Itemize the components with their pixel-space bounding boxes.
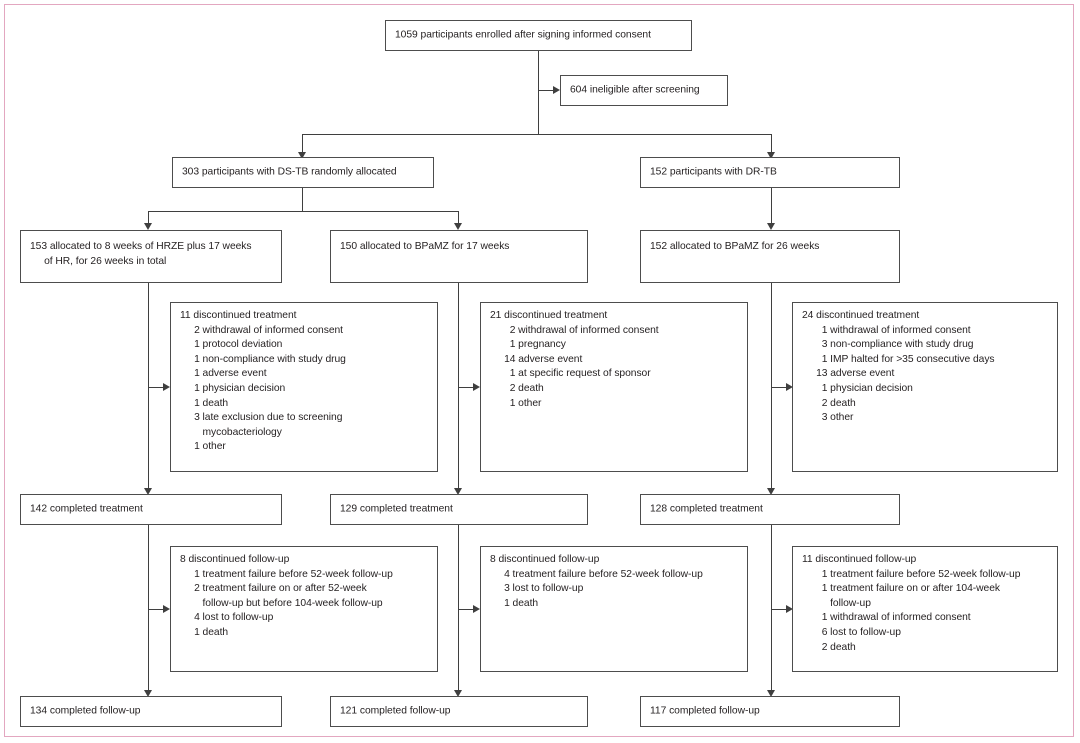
arrow-arm2-comp-fu-icon xyxy=(454,690,462,697)
connector-to-ineligible xyxy=(538,90,556,91)
arrow-arm1-disc-fu-icon xyxy=(163,605,170,613)
node-discontinued-followup-bpamz26: 11 discontinued follow-up 1 treatment fa… xyxy=(792,546,1058,672)
node-enrolled-text: 1059 participants enrolled after signing… xyxy=(395,29,651,41)
node-allocated-bpamz26: 152 allocated to BPaMZ for 26 weeks xyxy=(640,230,900,283)
arrow-arm1-comp-fu-icon xyxy=(144,690,152,697)
connector-arm1-to-disc-tx xyxy=(148,387,165,388)
node-ineligible-text: 604 ineligible after screening xyxy=(570,84,700,96)
arrow-arm3-comp-tx-icon xyxy=(767,488,775,495)
connector-arm2-to-disc-fu xyxy=(458,609,475,610)
connector-split-right-1 xyxy=(771,134,772,155)
node-ds-tb-text: 303 participants with DS-TB randomly all… xyxy=(182,166,397,178)
node-completed-treatment-bpamz17: 129 completed treatment xyxy=(330,494,588,525)
node-ineligible: 604 ineligible after screening xyxy=(560,75,728,106)
node-discontinued-followup-bpamz17: 8 discontinued follow-up 4 treatment fai… xyxy=(480,546,748,672)
node-completed-followup-bpamz17-text: 121 completed follow-up xyxy=(340,705,451,717)
node-discontinued-treatment-bpamz26: 24 discontinued treatment 1 withdrawal o… xyxy=(792,302,1058,472)
node-dr-tb: 152 participants with DR-TB xyxy=(640,157,900,188)
node-completed-treatment-hrze: 142 completed treatment xyxy=(20,494,282,525)
node-completed-followup-hrze: 134 completed follow-up xyxy=(20,696,282,727)
node-dr-tb-text: 152 participants with DR-TB xyxy=(650,166,777,178)
node-discontinued-treatment-bpamz17: 21 discontinued treatment 2 withdrawal o… xyxy=(480,302,748,472)
node-completed-followup-bpamz26: 117 completed follow-up xyxy=(640,696,900,727)
connector-enrolled-down xyxy=(538,51,539,134)
arrow-to-ineligible-icon xyxy=(553,86,560,94)
node-discontinued-followup-bpamz17-text: 8 discontinued follow-up 4 treatment fai… xyxy=(490,554,703,609)
arrow-to-dr-tb-icon xyxy=(767,152,775,159)
node-allocated-hrze-text: 153 allocated to 8 weeks of HRZE plus 17… xyxy=(30,241,252,267)
node-completed-treatment-hrze-text: 142 completed treatment xyxy=(30,503,143,515)
connector-split-left-2 xyxy=(148,211,149,225)
node-allocated-bpamz26-text: 152 allocated to BPaMZ for 26 weeks xyxy=(650,241,820,252)
node-discontinued-followup-hrze-text: 8 discontinued follow-up 1 treatment fai… xyxy=(180,554,393,638)
arrow-to-arm-bpamz26-icon xyxy=(767,223,775,230)
arrow-arm2-disc-tx-icon xyxy=(473,383,480,391)
connector-arm2-to-disc-tx xyxy=(458,387,475,388)
connector-arm3-to-disc-tx xyxy=(771,387,788,388)
node-completed-treatment-bpamz17-text: 129 completed treatment xyxy=(340,503,453,515)
arrow-arm1-disc-tx-icon xyxy=(163,383,170,391)
arrow-arm3-disc-tx-icon xyxy=(786,383,793,391)
arrow-to-ds-tb-icon xyxy=(298,152,306,159)
node-allocated-hrze: 153 allocated to 8 weeks of HRZE plus 17… xyxy=(20,230,282,283)
connector-split-bar-1 xyxy=(302,134,772,135)
node-ds-tb: 303 participants with DS-TB randomly all… xyxy=(172,157,434,188)
node-completed-treatment-bpamz26-text: 128 completed treatment xyxy=(650,503,763,515)
connector-ds-tb-down xyxy=(302,188,303,211)
node-completed-followup-hrze-text: 134 completed follow-up xyxy=(30,705,141,717)
node-completed-followup-bpamz17: 121 completed follow-up xyxy=(330,696,588,727)
arrow-arm2-comp-tx-icon xyxy=(454,488,462,495)
node-discontinued-followup-bpamz26-text: 11 discontinued follow-up 1 treatment fa… xyxy=(802,554,1021,653)
node-discontinued-treatment-hrze: 11 discontinued treatment 2 withdrawal o… xyxy=(170,302,438,472)
connector-split-left-1 xyxy=(302,134,303,155)
connector-arm1-to-disc-fu xyxy=(148,609,165,610)
connector-dr-tb-down xyxy=(771,188,772,225)
node-allocated-bpamz17: 150 allocated to BPaMZ for 17 weeks xyxy=(330,230,588,283)
node-discontinued-followup-hrze: 8 discontinued follow-up 1 treatment fai… xyxy=(170,546,438,672)
arrow-to-arm-hrze-icon xyxy=(144,223,152,230)
node-completed-treatment-bpamz26: 128 completed treatment xyxy=(640,494,900,525)
connector-split-right-2 xyxy=(458,211,459,225)
arrow-arm2-disc-fu-icon xyxy=(473,605,480,613)
connector-arm3-to-disc-fu xyxy=(771,609,788,610)
connector-split-bar-2 xyxy=(148,211,459,212)
arrow-arm3-comp-fu-icon xyxy=(767,690,775,697)
node-discontinued-treatment-bpamz17-text: 21 discontinued treatment 2 withdrawal o… xyxy=(490,310,659,409)
node-discontinued-treatment-hrze-text: 11 discontinued treatment 2 withdrawal o… xyxy=(180,310,346,453)
arrow-arm1-comp-tx-icon xyxy=(144,488,152,495)
arrow-to-arm-bpamz17-icon xyxy=(454,223,462,230)
node-enrolled: 1059 participants enrolled after signing… xyxy=(385,20,692,51)
node-completed-followup-bpamz26-text: 117 completed follow-up xyxy=(650,705,760,717)
node-discontinued-treatment-bpamz26-text: 24 discontinued treatment 1 withdrawal o… xyxy=(802,310,995,424)
arrow-arm3-disc-fu-icon xyxy=(786,605,793,613)
node-allocated-bpamz17-text: 150 allocated to BPaMZ for 17 weeks xyxy=(340,241,510,252)
